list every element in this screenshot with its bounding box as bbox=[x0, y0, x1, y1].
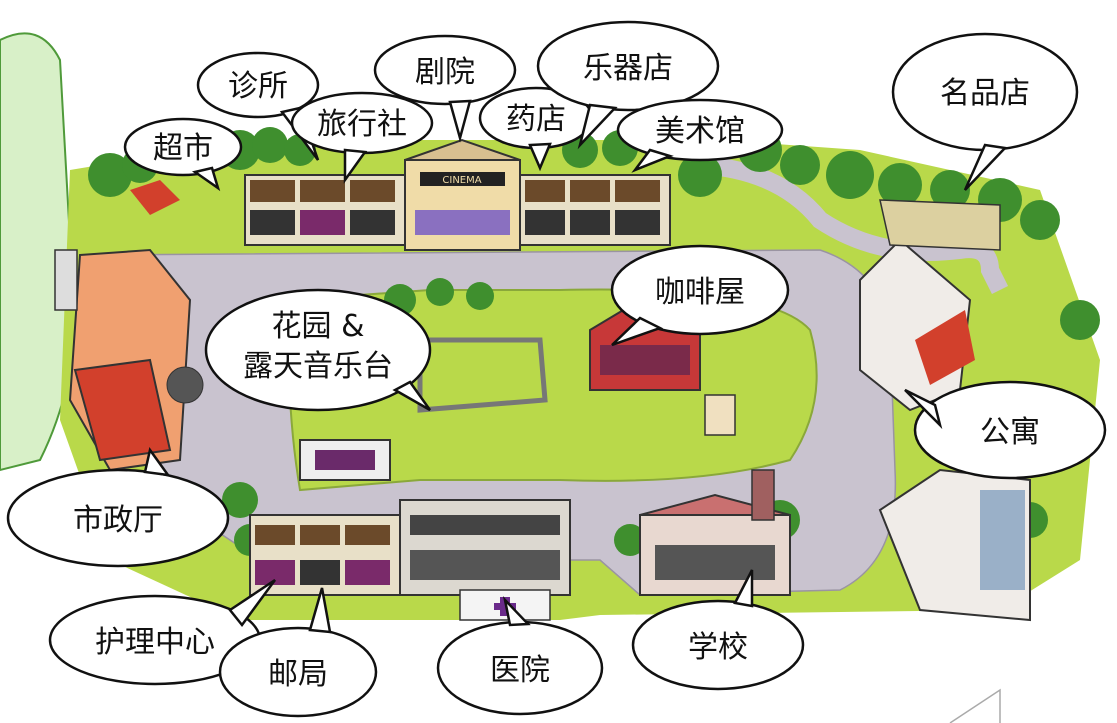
bubble-cafe: 咖啡屋 bbox=[610, 244, 790, 347]
bubble-garden: 花园 & 露天音乐台 bbox=[204, 288, 432, 412]
label-garden-line2: 露天音乐台 bbox=[243, 349, 393, 384]
bubble-post-office: 邮局 bbox=[218, 587, 378, 718]
winding-path bbox=[699, 156, 1009, 295]
top-shops bbox=[244, 174, 671, 246]
apartment-building bbox=[859, 238, 1031, 622]
bubble-care-center: 护理中心 bbox=[48, 578, 277, 686]
bubble-apartment: 公寓 bbox=[904, 380, 1107, 480]
bubble-travel-agency: 旅行社 bbox=[290, 91, 434, 184]
hospital-building bbox=[399, 499, 571, 621]
label-theatre: 剧院 bbox=[415, 55, 475, 90]
city-hall-building bbox=[54, 248, 204, 472]
label-pharmacy: 药店 bbox=[506, 102, 566, 137]
label-cafe: 咖啡屋 bbox=[655, 275, 745, 310]
bubble-supermarket: 超市 bbox=[123, 117, 243, 192]
bubble-hospital: 医院 bbox=[436, 596, 604, 716]
label-care-center: 护理中心 bbox=[95, 625, 215, 660]
bubble-art-gallery: 美术馆 bbox=[616, 98, 784, 173]
bubble-city-hall: 市政厅 bbox=[6, 447, 230, 568]
label-music-store: 乐器店 bbox=[583, 51, 673, 86]
bubble-school: 学校 bbox=[631, 569, 805, 691]
supermarket-roof bbox=[130, 180, 180, 215]
bubble-theatre: 剧院 bbox=[373, 34, 517, 143]
school-building bbox=[639, 469, 791, 596]
label-school: 学校 bbox=[688, 630, 748, 665]
label-clinic: 诊所 bbox=[228, 69, 288, 104]
label-post-office: 邮局 bbox=[268, 657, 328, 692]
label-brand-store: 名品店 bbox=[940, 76, 1030, 111]
label-apartment: 公寓 bbox=[980, 415, 1040, 450]
bubble-pharmacy: 药店 bbox=[478, 86, 594, 172]
park-features bbox=[299, 298, 736, 481]
label-supermarket: 超市 bbox=[153, 131, 213, 166]
theatre-building bbox=[404, 138, 521, 251]
bubble-music-store: 乐器店 bbox=[536, 20, 720, 150]
bubble-brand-store: 名品店 bbox=[891, 32, 1079, 191]
cinema-sign: CINEMA bbox=[442, 175, 481, 186]
label-city-hall: 市政厅 bbox=[73, 503, 163, 538]
label-art-gallery: 美术馆 bbox=[655, 114, 745, 149]
label-garden-line1: 花园 & bbox=[272, 309, 365, 344]
bottom-shops bbox=[249, 514, 401, 596]
corner-shape bbox=[949, 688, 1001, 723]
brand-store-building bbox=[879, 199, 1001, 251]
label-hospital: 医院 bbox=[490, 653, 550, 688]
label-travel-agency: 旅行社 bbox=[317, 107, 407, 142]
